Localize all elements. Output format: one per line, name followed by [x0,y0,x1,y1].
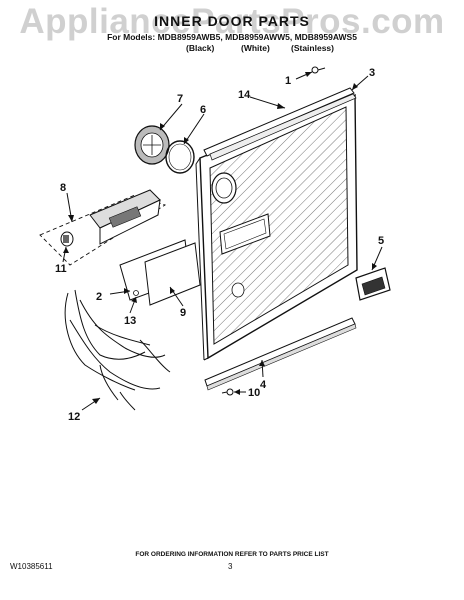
callout-14: 14 [238,89,251,101]
vent-gasket [165,140,195,174]
variant-black: (Black) [186,43,215,53]
callout-5: 5 [378,235,384,247]
variant-stainless: (Stainless) [291,43,334,53]
watermark: AppliancePartsPros.com [19,2,445,41]
leader-arrows [63,72,377,404]
hinge-bracket [355,267,391,301]
ordering-info: FOR ORDERING INFORMATION REFER TO PARTS … [135,551,329,558]
callout-3: 3 [369,67,375,79]
door-top-trim [203,87,357,161]
callout-13: 13 [124,315,136,327]
page-number: 3 [228,562,233,571]
screw-10 [221,388,234,396]
callout-9: 9 [180,307,186,319]
callout-1: 1 [285,75,291,87]
control-knob [60,231,74,247]
callout-10: 10 [248,387,260,399]
screw-13 [133,290,139,296]
wire-harness [64,289,171,411]
control-module [39,189,167,266]
document-number: W10385611 [10,562,53,571]
callout-2: 2 [96,291,102,303]
page-title: INNER DOOR PARTS [154,13,310,29]
callout-8: 8 [60,182,66,194]
callout-7: 7 [177,93,183,105]
variant-white: (White) [241,43,270,53]
door-bottom-trim [204,317,357,391]
control-board-cover [119,239,201,306]
callout-11: 11 [55,263,67,275]
callout-6: 6 [200,104,206,116]
vent-cap [134,125,170,165]
callout-12: 12 [68,411,80,423]
model-list: For Models: MDB8959AWB5, MDB8959AWW5, MD… [107,32,357,42]
callout-4: 4 [260,379,267,391]
inner-door-panel [195,93,358,361]
screw-1 [311,66,326,74]
